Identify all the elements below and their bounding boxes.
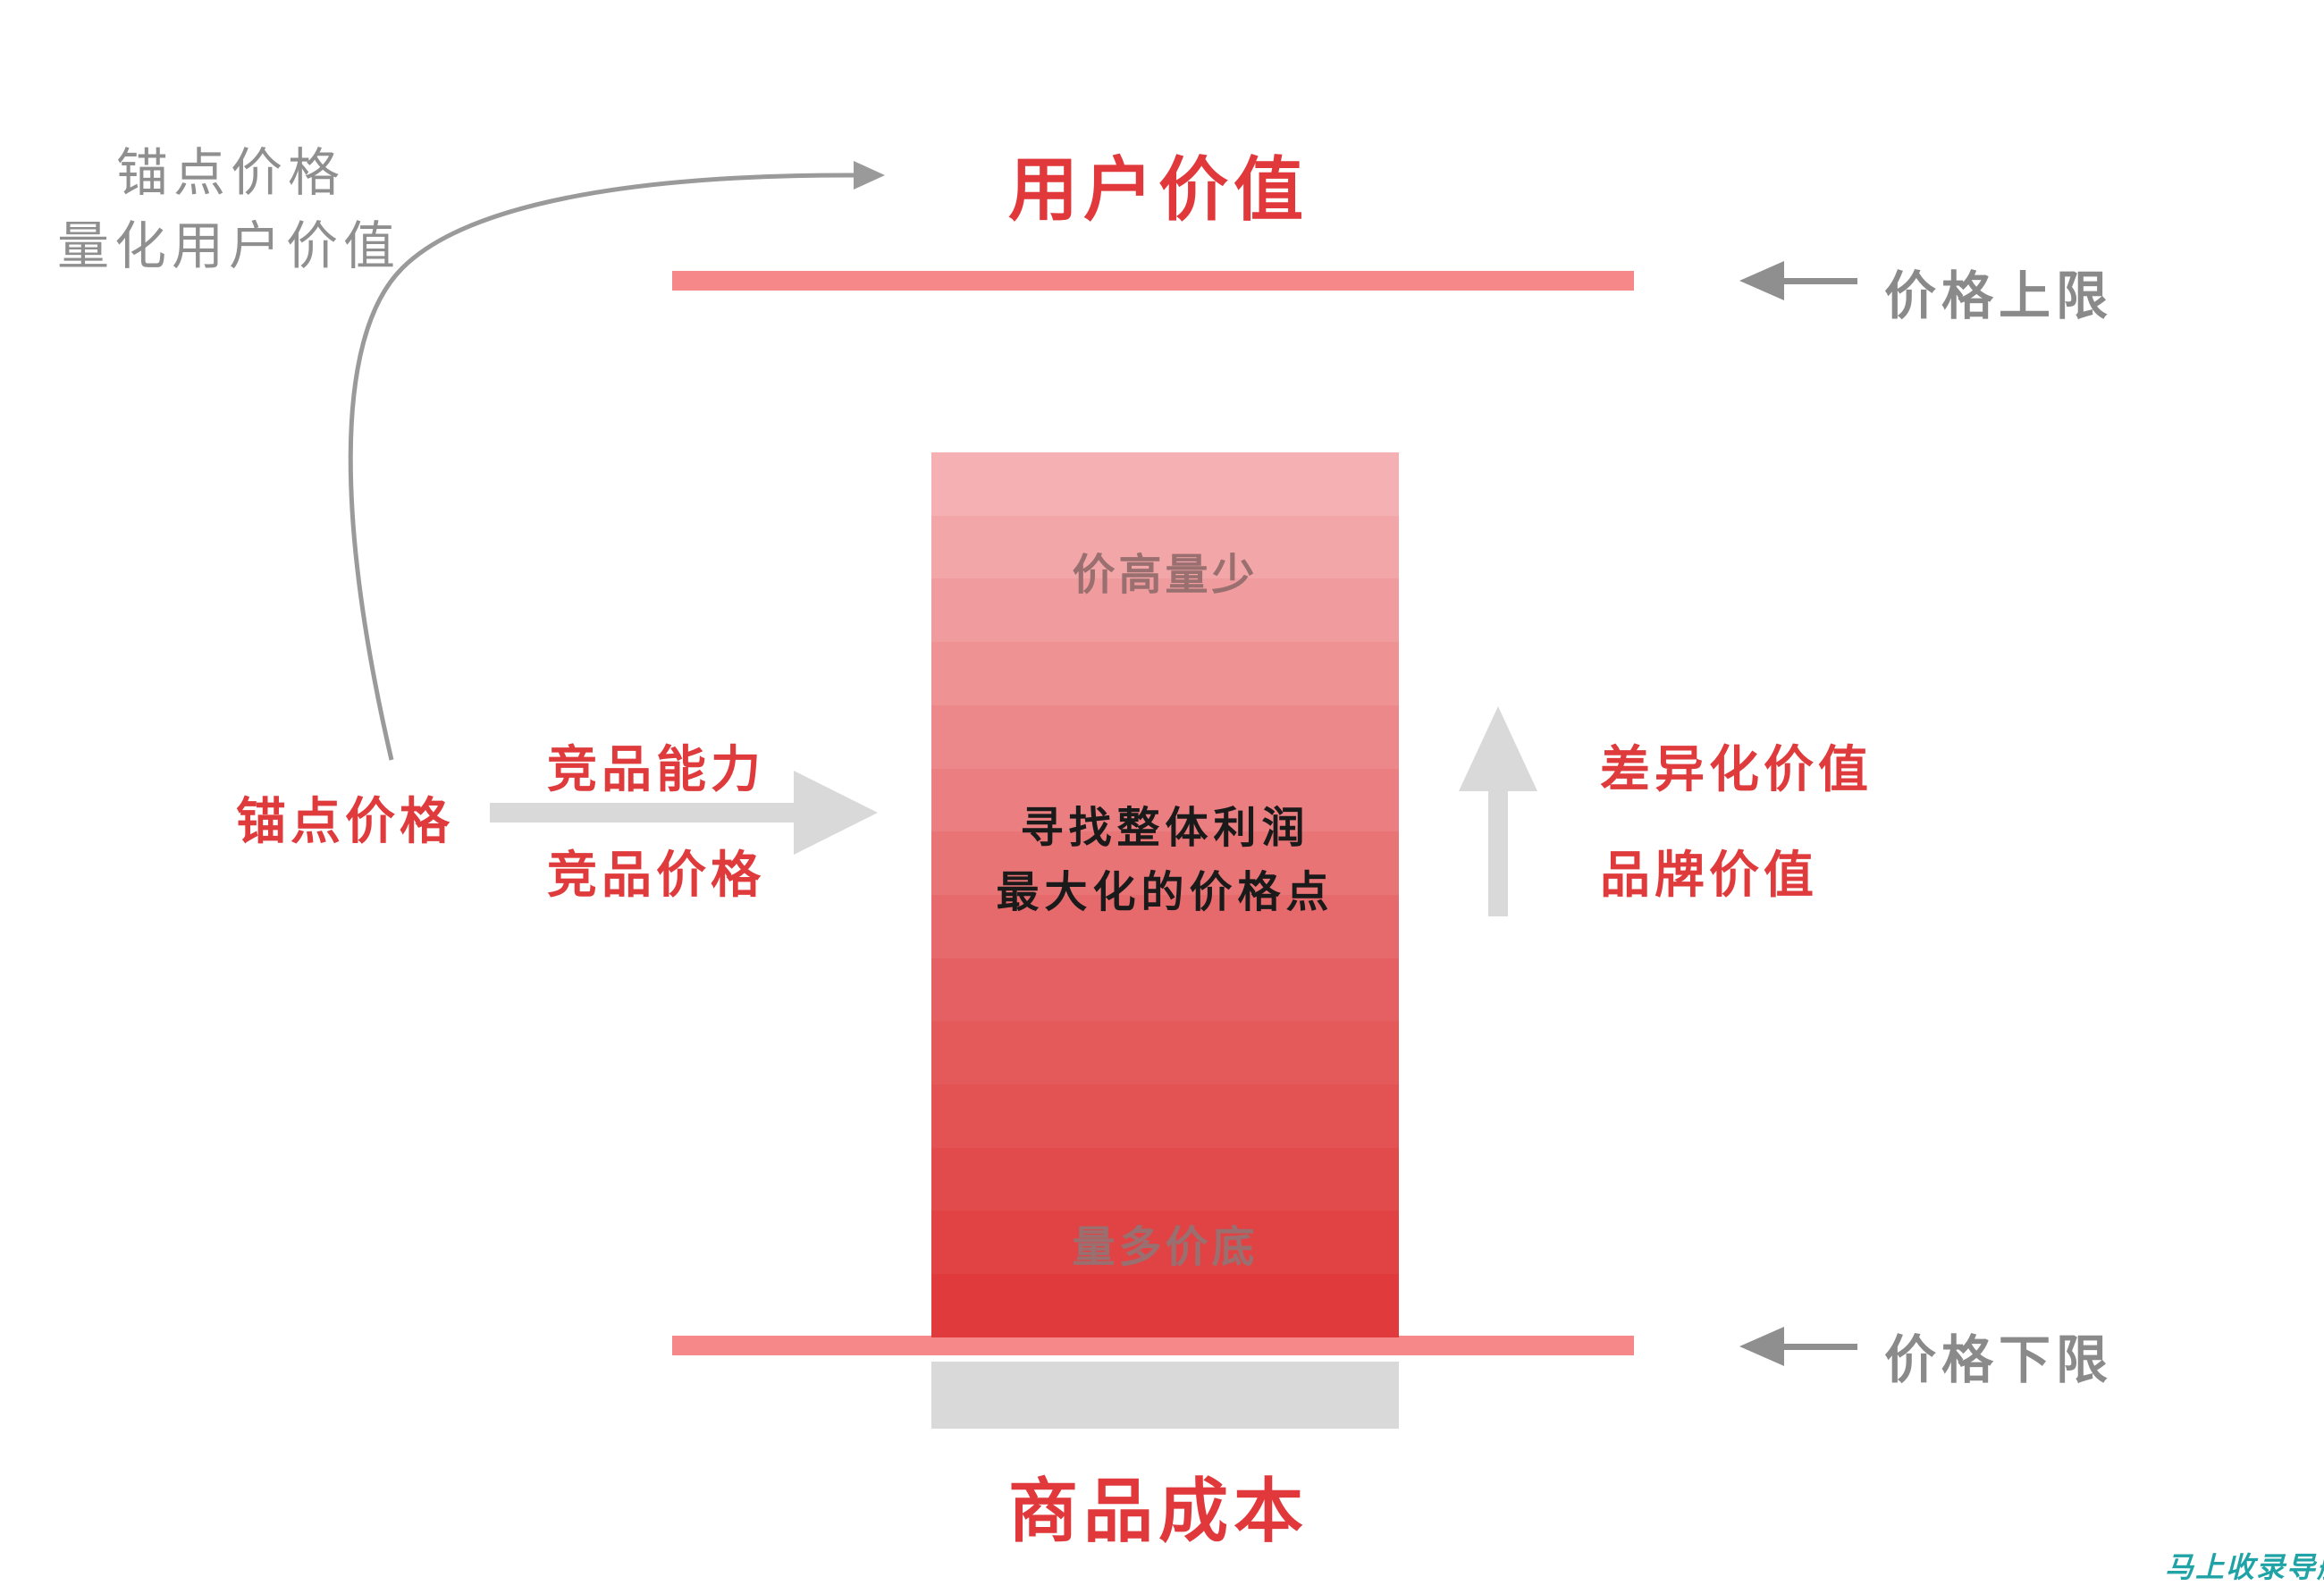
profit-max-line1: 寻找整体利润 [1020, 803, 1310, 853]
price-lower-limit-line [672, 1336, 1634, 1355]
anchor-note-line1: 锚点价格 [116, 142, 346, 203]
column-band [931, 515, 1399, 579]
column-band [931, 1274, 1399, 1337]
anchor-curve-arrow [348, 161, 885, 761]
column-band [931, 704, 1399, 769]
value-up-arrow [1459, 706, 1537, 916]
high-volume-low-price-label: 量多价底 [1072, 1222, 1259, 1272]
column-band [931, 958, 1399, 1022]
differentiation-value-label: 差异化价值 [1600, 741, 1873, 799]
column-band [931, 768, 1399, 832]
column-band [931, 642, 1399, 705]
competitor-arrow [490, 771, 878, 855]
competitor-ability-label: 竞品能力 [547, 741, 765, 799]
price-upper-limit-label: 价格上限 [1884, 266, 2114, 326]
column-band [931, 578, 1399, 643]
column-band [931, 831, 1399, 895]
brand-value-label: 品牌价值 [1600, 847, 1818, 905]
anchor-price-label: 锚点价格 [236, 793, 454, 851]
column-band [931, 1147, 1399, 1211]
product-cost-title: 商品成本 [1008, 1472, 1309, 1552]
column-band [931, 894, 1399, 958]
competitor-price-label: 竞品价格 [547, 847, 765, 905]
anchor-note-line2: 量化用户价值 [57, 215, 401, 276]
high-price-low-volume-label: 价高量少 [1072, 550, 1259, 600]
profit-max-line2: 最大化的价格点 [996, 867, 1335, 917]
price-upper-limit-line [672, 271, 1634, 291]
product-cost-block [931, 1362, 1399, 1429]
lower-limit-arrow [1739, 1327, 1857, 1366]
column-band [931, 1084, 1399, 1148]
column-band [931, 452, 1399, 516]
user-value-title: 用户价值 [1008, 150, 1309, 231]
upper-limit-arrow [1739, 261, 1857, 300]
price-range-column [931, 452, 1399, 1337]
watermark: 马上收录导航 [2165, 1550, 2324, 1584]
price-lower-limit-label: 价格下限 [1884, 1329, 2114, 1390]
column-band [931, 1211, 1399, 1275]
column-band [931, 1021, 1399, 1085]
